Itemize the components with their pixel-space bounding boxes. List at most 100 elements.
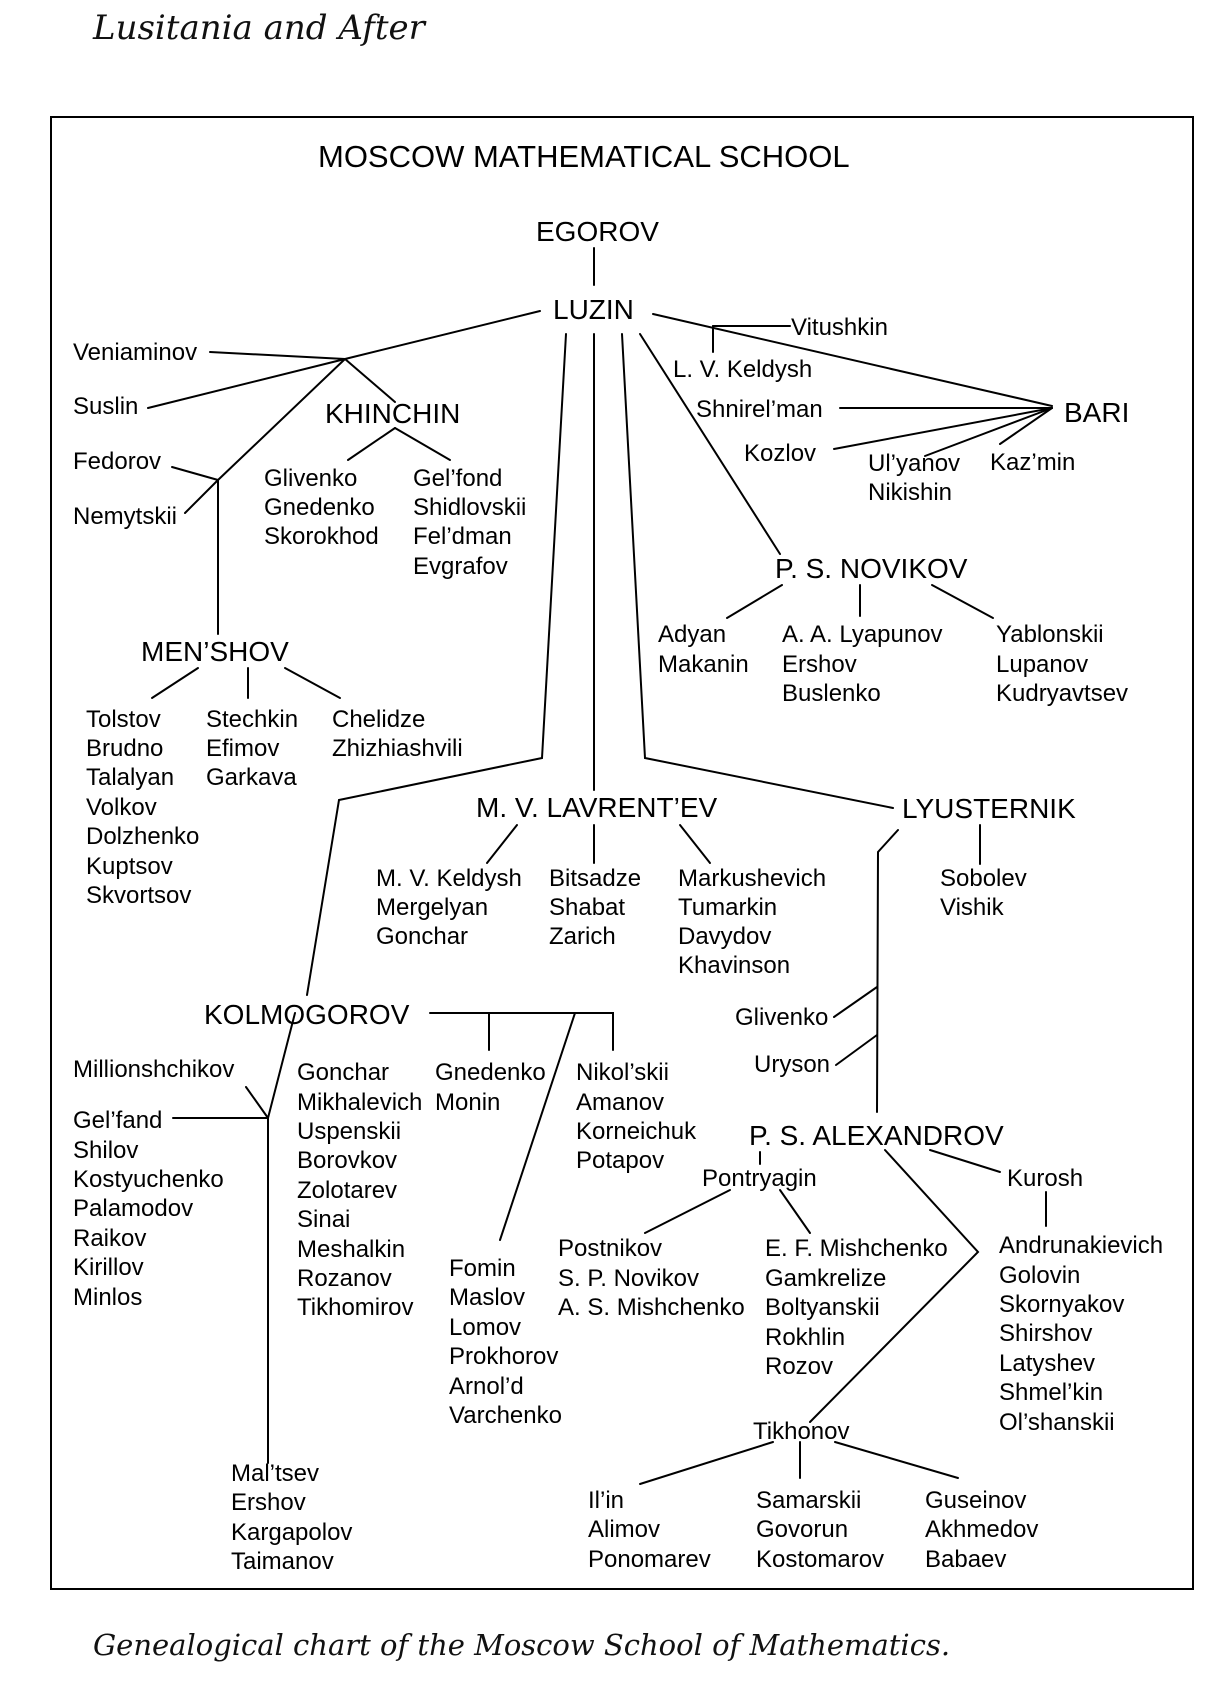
name-veniaminov: Veniaminov: [73, 339, 197, 366]
edge-alexandrov-tikhonov: [809, 1149, 980, 1423]
name-tolstov: Tolstov: [86, 706, 161, 733]
name-zarich: Zarich: [549, 923, 616, 950]
name-ps-novikov: P. S. NOVIKOV: [775, 553, 968, 584]
edge-mensov-right: [284, 667, 341, 699]
name-ponomarev: Ponomarev: [588, 1546, 711, 1573]
edge-ulyanov-bari: [924, 407, 1053, 457]
name-dolzhenko: Dolzhenko: [86, 823, 199, 850]
name-tikhomirov: Tikhomirov: [297, 1294, 413, 1321]
edge-luzin-lyusternik: [621, 333, 894, 809]
name-amanov: Amanov: [576, 1089, 664, 1116]
edge-junction-veniaminov: [209, 351, 346, 360]
name-luzin: LUZIN: [553, 294, 634, 325]
name-as-mishchenko: A. S. Mishchenko: [558, 1294, 745, 1321]
name-kudryavtsev: Kudryavtsev: [996, 680, 1128, 707]
name-mv-keldysh: M. V. Keldysh: [376, 865, 522, 892]
pontryagin-students-right: E. F. Mishchenko Gamkrelize Boltyanskii …: [765, 1235, 948, 1380]
name-skornyakov: Skornyakov: [999, 1291, 1124, 1318]
edge-tikhonov-right: [834, 1441, 959, 1479]
name-lomov: Lomov: [449, 1314, 521, 1341]
name-kostyuchenko: Kostyuchenko: [73, 1166, 224, 1193]
name-khinchin: KHINCHIN: [325, 398, 460, 429]
edge-khinchin-left: [347, 427, 396, 461]
name-ershov-m: Ershov: [231, 1489, 306, 1516]
name-taimanov: Taimanov: [231, 1548, 334, 1575]
name-nikolskii: Nikol’skii: [576, 1059, 669, 1086]
edge-alexandrov-kurosh: [929, 1149, 1001, 1173]
name-lv-keldysh: L. V. Keldysh: [673, 356, 812, 383]
name-sinai: Sinai: [297, 1206, 350, 1233]
name-fedorov: Fedorov: [73, 448, 161, 475]
edge-khinchin-right: [394, 427, 451, 461]
name-prokhorov: Prokhorov: [449, 1343, 558, 1370]
edge-kolmogorov-bracket: [429, 1012, 614, 1051]
name-olshanskii: Ol’shanskii: [999, 1409, 1115, 1436]
kolmogorov-nikolskii-group: Nikol’skii Amanov Korneichuk Potapov: [576, 1059, 697, 1174]
lavrentev-students-mid: Bitsadze Shabat Zarich: [549, 865, 641, 950]
name-glivenko-k: Glivenko: [264, 465, 357, 492]
name-maltsev: Mal’tsev: [231, 1460, 319, 1487]
name-akhmedov: Akhmedov: [925, 1516, 1038, 1543]
name-evgrafov: Evgrafov: [413, 553, 508, 580]
name-skvortsov: Skvortsov: [86, 882, 191, 909]
name-kargapolov: Kargapolov: [231, 1519, 352, 1546]
name-palamodov: Palamodov: [73, 1195, 193, 1222]
name-samarskii: Samarskii: [756, 1487, 861, 1514]
name-borovkov: Borovkov: [297, 1147, 397, 1174]
kolmogorov-gonchar-group: Gonchar Mikhalevich Uspenskii Borovkov Z…: [297, 1059, 422, 1321]
name-uryson: Uryson: [754, 1051, 830, 1078]
name-tikhonov: Tikhonov: [753, 1418, 850, 1445]
kolmogorov-gelfand-group: Gel’fand Shilov Kostyuchenko Palamodov R…: [73, 1107, 224, 1311]
name-alexandrov: P. S. ALEXANDROV: [749, 1120, 1004, 1151]
khinchin-students-left: Glivenko Gnedenko Skorokhod: [264, 465, 379, 550]
name-kazmin: Kaz’min: [990, 449, 1075, 476]
name-ershov-n: Ershov: [782, 651, 857, 678]
name-shirshov: Shirshov: [999, 1320, 1092, 1347]
name-nemytskii: Nemytskii: [73, 503, 177, 530]
name-gelfand: Gel’fand: [73, 1107, 162, 1134]
name-aa-lyapunov: A. A. Lyapunov: [782, 621, 943, 648]
name-sobolev: Sobolev: [940, 865, 1027, 892]
name-uspenskii: Uspenskii: [297, 1118, 401, 1145]
name-maslov: Maslov: [449, 1284, 525, 1311]
name-shmelkin: Shmel’kin: [999, 1379, 1103, 1406]
name-golovin: Golovin: [999, 1262, 1080, 1289]
edge-mensov-left: [151, 667, 199, 699]
name-ulyanov: Ul’yanov: [868, 450, 960, 477]
name-kozlov: Kozlov: [744, 440, 816, 467]
edge-millionshchikov: [245, 1086, 269, 1119]
name-potapov: Potapov: [576, 1147, 664, 1174]
edge-junction-suslin: [147, 358, 346, 409]
name-rozanov: Rozanov: [297, 1265, 392, 1292]
name-skorokhod: Skorokhod: [264, 523, 379, 550]
name-brudno: Brudno: [86, 735, 163, 762]
name-boltyanskii: Boltyanskii: [765, 1294, 880, 1321]
edge-lavrentev-left: [486, 824, 518, 864]
name-garkava: Garkava: [206, 764, 297, 791]
name-shilov: Shilov: [73, 1137, 138, 1164]
name-govorun: Govorun: [756, 1516, 848, 1543]
name-monin: Monin: [435, 1089, 500, 1116]
name-khavinson: Khavinson: [678, 952, 790, 979]
name-rokhlin: Rokhlin: [765, 1324, 845, 1351]
name-kurosh: Kurosh: [1007, 1165, 1083, 1192]
page-header: Lusitania and After: [93, 8, 425, 48]
kurosh-students: Andrunakievich Golovin Skornyakov Shirsh…: [999, 1232, 1163, 1436]
kolmogorov-maltsev-group: Mal’tsev Ershov Kargapolov Taimanov: [231, 1460, 352, 1575]
edge-glivenko: [833, 986, 878, 1018]
name-raikov: Raikov: [73, 1225, 146, 1252]
name-bari: BARI: [1064, 397, 1129, 428]
edge-kolmogorov-fomin: [499, 1012, 576, 1241]
name-guseinov: Guseinov: [925, 1487, 1026, 1514]
name-pontryagin: Pontryagin: [702, 1165, 817, 1192]
edge-kazmin-bari: [999, 407, 1053, 445]
figure-caption: Genealogical chart of the Moscow School …: [93, 1628, 951, 1662]
name-rozov: Rozov: [765, 1353, 833, 1380]
name-korneichuk: Korneichuk: [576, 1118, 697, 1145]
tikhonov-students-right: Guseinov Akhmedov Babaev: [925, 1487, 1038, 1573]
name-yablonskii: Yablonskii: [996, 621, 1104, 648]
lavrentev-students-left: M. V. Keldysh Mergelyan Gonchar: [376, 865, 522, 950]
name-millionshchikov: Millionshchikov: [73, 1056, 234, 1083]
name-latyshev: Latyshev: [999, 1350, 1095, 1377]
